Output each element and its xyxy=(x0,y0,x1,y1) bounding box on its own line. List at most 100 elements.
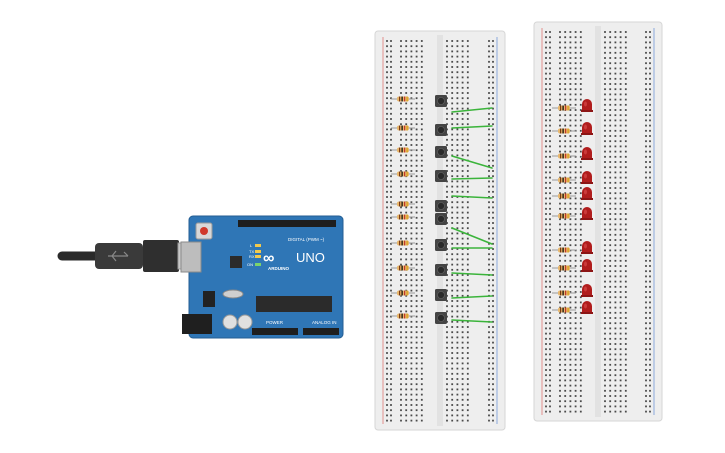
resistor-left-3[interactable] xyxy=(391,147,415,153)
breadboard-right[interactable] xyxy=(533,21,663,422)
hole xyxy=(649,36,651,39)
resistor-left-10[interactable] xyxy=(391,313,415,319)
resistor-right-3[interactable] xyxy=(552,153,576,159)
hole xyxy=(559,187,561,189)
hole xyxy=(619,249,622,252)
pushbutton-1[interactable] xyxy=(435,95,447,107)
pushbutton-10[interactable] xyxy=(435,312,447,324)
hole xyxy=(456,362,459,365)
hole xyxy=(549,119,551,122)
resistor-right-2[interactable] xyxy=(552,128,576,134)
jumper-wire-10[interactable] xyxy=(451,319,493,323)
resistor-left-4[interactable] xyxy=(391,171,415,177)
resistor-right-7[interactable] xyxy=(552,247,576,253)
resistor-right-8[interactable] xyxy=(552,265,576,271)
pushbutton-7[interactable] xyxy=(435,239,447,251)
pushbutton-8[interactable] xyxy=(435,264,447,276)
hole xyxy=(649,410,651,413)
jumper-wire-1[interactable] xyxy=(451,107,493,113)
hole xyxy=(451,419,454,422)
hole xyxy=(619,83,622,85)
led-3[interactable] xyxy=(581,147,593,160)
hole xyxy=(609,337,612,340)
hole xyxy=(466,326,469,328)
resistor-band xyxy=(401,240,403,246)
hole xyxy=(649,93,651,96)
resistor-left-6[interactable] xyxy=(391,214,415,220)
hole xyxy=(488,159,490,162)
resistor-left-5[interactable] xyxy=(391,201,415,207)
hole xyxy=(492,232,494,235)
pushbutton-4[interactable] xyxy=(435,170,447,182)
led-8[interactable] xyxy=(581,259,593,272)
hole xyxy=(410,300,413,302)
resistor-right-6[interactable] xyxy=(552,213,576,219)
led-6[interactable] xyxy=(581,207,593,220)
led-10[interactable] xyxy=(581,301,593,314)
hole xyxy=(609,187,612,189)
resistor-left-2[interactable] xyxy=(391,125,415,131)
hole xyxy=(446,196,448,198)
hole xyxy=(466,419,469,422)
hole xyxy=(619,353,622,356)
jumper-wire-5[interactable] xyxy=(451,195,493,199)
hole xyxy=(405,222,408,224)
hole xyxy=(410,112,413,115)
hole xyxy=(461,138,464,141)
hole xyxy=(619,384,622,387)
hole xyxy=(390,263,392,266)
hole xyxy=(386,175,388,178)
hole xyxy=(420,268,423,271)
led-5[interactable] xyxy=(581,187,593,200)
resistor-left-9[interactable] xyxy=(391,290,415,296)
pushbutton-3[interactable] xyxy=(435,146,447,158)
hole xyxy=(488,263,490,266)
hole xyxy=(545,187,547,189)
hole xyxy=(461,164,464,167)
hole xyxy=(619,88,622,91)
pushbutton-5[interactable] xyxy=(435,200,447,212)
jumper-wire-3[interactable] xyxy=(451,155,493,169)
hole xyxy=(619,36,622,39)
hole xyxy=(410,92,413,94)
hole xyxy=(386,237,388,240)
resistor-right-4[interactable] xyxy=(552,177,576,183)
hole xyxy=(410,128,413,131)
led-1[interactable] xyxy=(581,99,593,112)
jumper-wire-4[interactable] xyxy=(451,177,493,180)
usb-cable[interactable] xyxy=(57,240,201,272)
jumper-wire-2[interactable] xyxy=(451,125,493,129)
jumper-wire-6[interactable] xyxy=(451,227,493,245)
arduino-uno-board[interactable]: DIGITAL (PWM ~) ∞ UNO ARDUINO TX RX L ON… xyxy=(180,215,344,339)
led-2[interactable] xyxy=(581,122,593,135)
hole xyxy=(405,206,408,209)
pushbutton-6[interactable] xyxy=(435,213,447,225)
jumper-wire-9[interactable] xyxy=(451,295,493,299)
resistor-left-1[interactable] xyxy=(391,96,415,102)
led-9[interactable] xyxy=(581,284,593,297)
hole xyxy=(420,258,423,261)
reset-button-cap xyxy=(200,227,208,235)
hole xyxy=(604,155,606,158)
hole xyxy=(400,258,402,261)
resistor-right-5[interactable] xyxy=(552,193,576,199)
led-7[interactable] xyxy=(581,241,593,254)
hole xyxy=(400,404,402,406)
resistor-right-9[interactable] xyxy=(552,290,576,296)
resistor-left-7[interactable] xyxy=(391,240,415,246)
jumper-wire-8[interactable] xyxy=(451,272,493,276)
hole xyxy=(420,60,423,63)
hole xyxy=(466,107,469,110)
resistor-right-10[interactable] xyxy=(552,307,576,313)
led-4[interactable] xyxy=(581,171,593,184)
pushbutton-2[interactable] xyxy=(435,124,447,136)
resistor-left-8[interactable] xyxy=(391,265,415,271)
resistor-band xyxy=(399,171,401,177)
breadboard-left[interactable] xyxy=(374,30,506,431)
pushbutton-9[interactable] xyxy=(435,289,447,301)
hole xyxy=(579,176,582,179)
resistor-right-1[interactable] xyxy=(552,105,576,111)
resistor-band xyxy=(404,265,406,271)
hole xyxy=(466,393,469,396)
hole xyxy=(390,55,392,58)
